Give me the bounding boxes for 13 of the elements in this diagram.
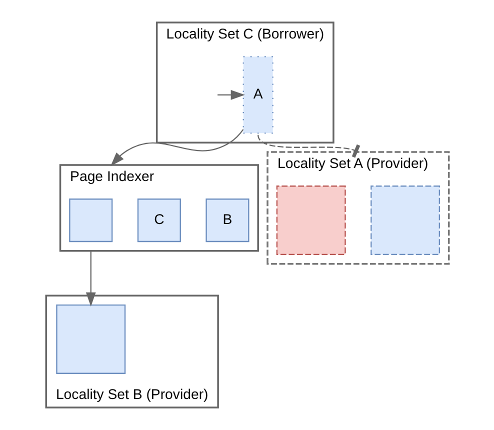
arrow	[110, 129, 244, 166]
node-box	[370, 186, 440, 256]
node-box: C	[136, 198, 180, 242]
arrow	[217, 90, 244, 100]
node-box	[276, 186, 346, 256]
arrow	[85, 250, 96, 307]
cluster: Locality Set A (Provider)	[266, 151, 450, 265]
connector	[257, 134, 360, 158]
node-box	[68, 198, 112, 242]
node-box	[56, 304, 126, 374]
node-box: A	[242, 56, 273, 134]
node-box: B	[205, 198, 249, 242]
cluster: Locality Set B (Provider)	[44, 294, 218, 408]
